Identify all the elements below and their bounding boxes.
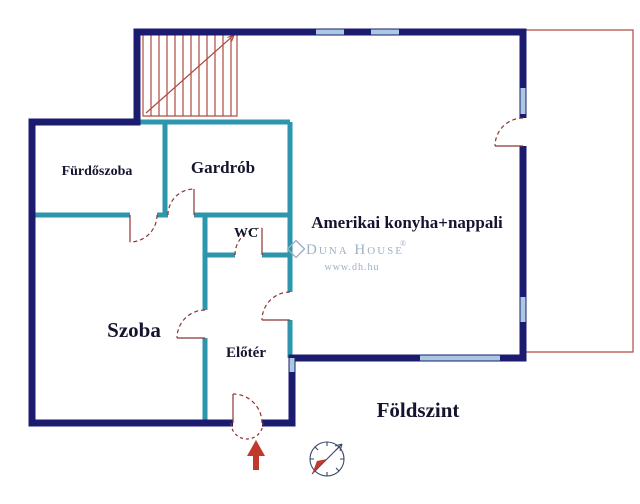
door-arc	[129, 214, 158, 243]
door-arc	[232, 393, 263, 424]
door-wardrobe	[167, 188, 195, 216]
room-label-room: Szoba	[107, 318, 161, 342]
door-arc	[176, 309, 206, 339]
door-hall-living	[261, 291, 291, 321]
door-bathroom	[129, 214, 158, 243]
wall-segment	[262, 146, 527, 427]
watermark: Duna House ® www.dh.hu	[286, 239, 406, 273]
door-arc	[261, 291, 291, 321]
watermark-brand: Duna House	[306, 242, 404, 258]
inner-walls	[32, 119, 293, 423]
watermark-registered: ®	[400, 239, 406, 248]
wall-segment	[28, 28, 527, 427]
dunahouse-logo-icon	[286, 239, 306, 259]
terrace-outline	[523, 29, 634, 353]
red-linework	[142, 29, 634, 353]
door-terrace	[494, 117, 524, 147]
watermark-url: www.dh.hu	[324, 262, 379, 273]
entrance-awning-arc	[230, 422, 264, 440]
door-arc	[234, 227, 263, 256]
room-label-hall: Előtér	[226, 345, 266, 361]
room-label-bathroom: Fürdőszoba	[62, 164, 133, 179]
entrance-arrow-icon	[247, 440, 265, 470]
door-arc	[494, 117, 524, 147]
compass-icon	[309, 441, 345, 477]
floor-title: Földszint	[377, 398, 460, 422]
room-label-kitchen-living: Amerikai konyha+nappali	[311, 213, 503, 232]
door-arc	[167, 188, 195, 216]
doors	[129, 117, 524, 440]
compass-needle-red	[312, 459, 327, 474]
room-label-wc: WC	[234, 226, 258, 241]
door-entrance	[230, 393, 264, 440]
windows	[289, 29, 526, 372]
door-wc	[234, 227, 263, 256]
stairs-icon	[142, 31, 238, 117]
room-label-wardrobe: Gardrób	[191, 158, 255, 177]
door-room	[176, 309, 206, 339]
stairs-treads	[150, 32, 232, 116]
